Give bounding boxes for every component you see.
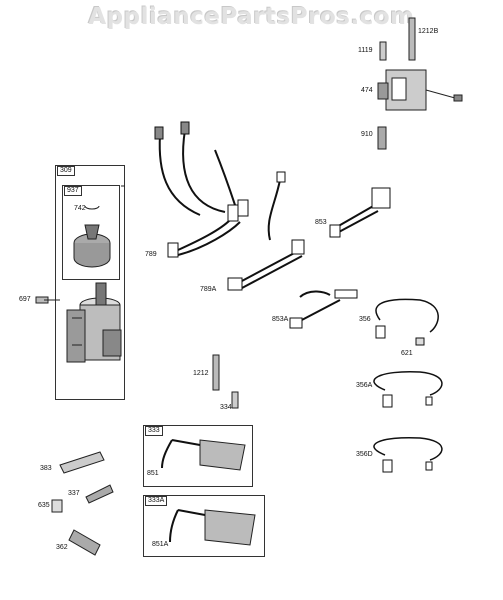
label-1119: 1119 bbox=[358, 47, 373, 54]
bolt-1212-icon bbox=[212, 354, 220, 391]
label-383: 383 bbox=[40, 465, 52, 472]
ignition-module-474-icon bbox=[377, 69, 463, 111]
label-789a: 789A bbox=[200, 286, 217, 293]
frame-333 bbox=[143, 425, 253, 487]
screw-334-icon bbox=[231, 391, 239, 409]
label-362: 362 bbox=[56, 544, 68, 551]
label-851a: 851A bbox=[152, 541, 169, 548]
label-1212: 1212 bbox=[193, 370, 209, 377]
harness-853a-icon bbox=[289, 289, 358, 329]
armature-333-icon bbox=[161, 439, 246, 471]
frame-333A bbox=[143, 495, 265, 557]
label-910: 910 bbox=[361, 131, 373, 138]
label-333a: 333A bbox=[145, 496, 168, 506]
starter-motor-icon bbox=[66, 282, 122, 363]
label-851: 851 bbox=[147, 470, 159, 477]
label-334: 334 bbox=[220, 404, 232, 411]
harness-853-icon bbox=[329, 187, 391, 238]
frame-309 bbox=[55, 165, 125, 400]
label-356a: 356A bbox=[356, 382, 373, 389]
pinion-gear-icon bbox=[73, 205, 111, 268]
spark-plug-337-icon bbox=[85, 484, 114, 504]
label-356: 356 bbox=[359, 316, 371, 323]
armature-333a-icon bbox=[169, 509, 256, 546]
frame-937 bbox=[62, 185, 120, 280]
spark-plug-383-icon bbox=[59, 451, 105, 474]
label-309: 309 bbox=[57, 166, 75, 176]
label-1212b: 1212B bbox=[418, 28, 439, 35]
label-789: 789 bbox=[145, 251, 157, 258]
boot-362-icon bbox=[68, 529, 101, 556]
label-635: 635 bbox=[38, 502, 50, 509]
label-337: 337 bbox=[68, 490, 80, 497]
label-742: 742 bbox=[74, 205, 86, 212]
label-333: 333 bbox=[145, 426, 163, 436]
terminal-910-icon bbox=[377, 126, 387, 150]
harness-789-icon bbox=[154, 121, 249, 258]
harness-789a-icon bbox=[227, 171, 305, 291]
label-621: 621 bbox=[401, 350, 413, 357]
bolt-1212b-icon bbox=[408, 17, 416, 61]
label-474: 474 bbox=[361, 87, 373, 94]
wire-356a-icon bbox=[373, 370, 443, 408]
label-356d: 356D bbox=[356, 451, 373, 458]
label-853a: 853A bbox=[272, 316, 289, 323]
spacer-1119-icon bbox=[379, 41, 387, 61]
wire-356d-icon bbox=[373, 436, 443, 473]
label-937: 937 bbox=[64, 186, 82, 196]
watermark: AppliancePartsPros.com bbox=[88, 4, 415, 30]
clip-635-icon bbox=[51, 499, 63, 513]
label-697: 697 bbox=[19, 296, 31, 303]
label-853: 853 bbox=[315, 219, 327, 226]
wire-356-icon bbox=[375, 298, 439, 346]
